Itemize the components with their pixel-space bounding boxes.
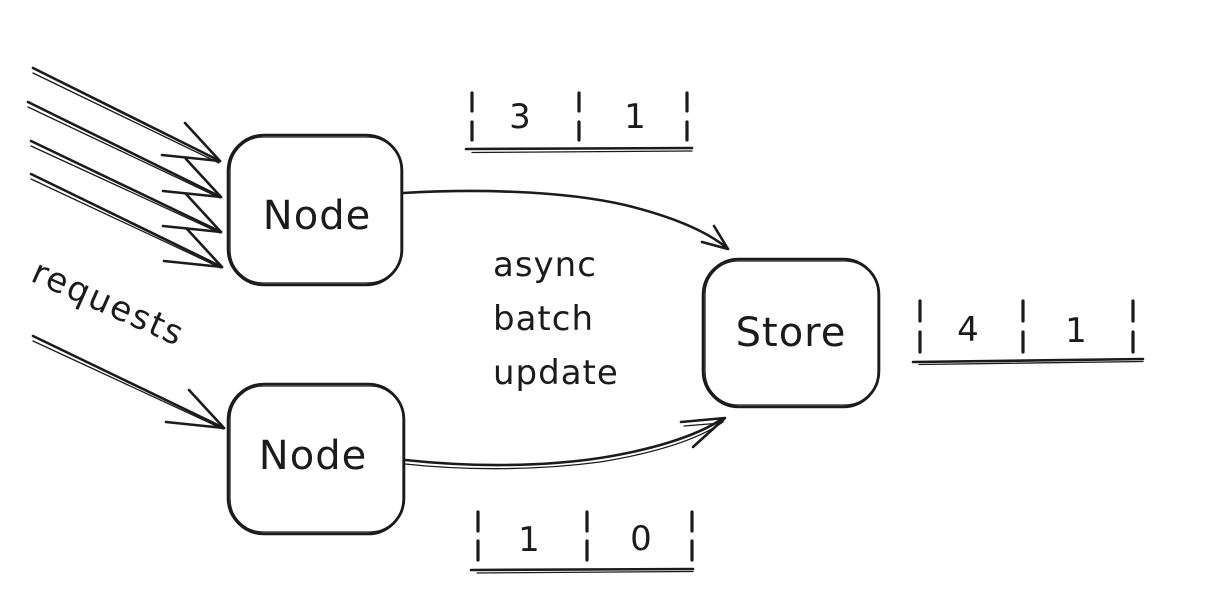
node-bottom-box xyxy=(226,382,406,536)
edge-note-line: batch xyxy=(493,299,594,339)
queue-bottom-marks xyxy=(469,510,695,574)
queue-bottom-cell-value: 1 xyxy=(518,520,540,560)
request-arrow xyxy=(26,100,223,199)
edge-note-line: async xyxy=(493,245,597,285)
edge-bottom-node-to-store xyxy=(403,416,727,470)
store-label: Store xyxy=(735,310,847,356)
request-arrow xyxy=(31,334,226,430)
queue-top-cell-value: 1 xyxy=(624,97,646,137)
request-arrow xyxy=(29,139,223,234)
queue-store-cell-value: 4 xyxy=(957,310,979,350)
store-box xyxy=(701,257,881,409)
node-bottom-label: Node xyxy=(258,433,368,479)
queue-store-marks xyxy=(911,299,1145,366)
request-arrow xyxy=(31,66,222,164)
edge-note: async batch update xyxy=(493,238,619,400)
request-arrow xyxy=(29,172,224,269)
queue-top-cell-value: 3 xyxy=(509,97,531,137)
node-top-box xyxy=(226,133,404,287)
queue-store-cell-value: 1 xyxy=(1065,311,1087,351)
queue-bottom-cell-value: 0 xyxy=(630,519,652,559)
queue-top-marks xyxy=(464,91,694,154)
node-top-label: Node xyxy=(262,193,372,239)
request-arrows-top xyxy=(26,66,224,269)
edge-top-node-to-store xyxy=(401,189,730,251)
edge-note-line: update xyxy=(493,353,619,393)
